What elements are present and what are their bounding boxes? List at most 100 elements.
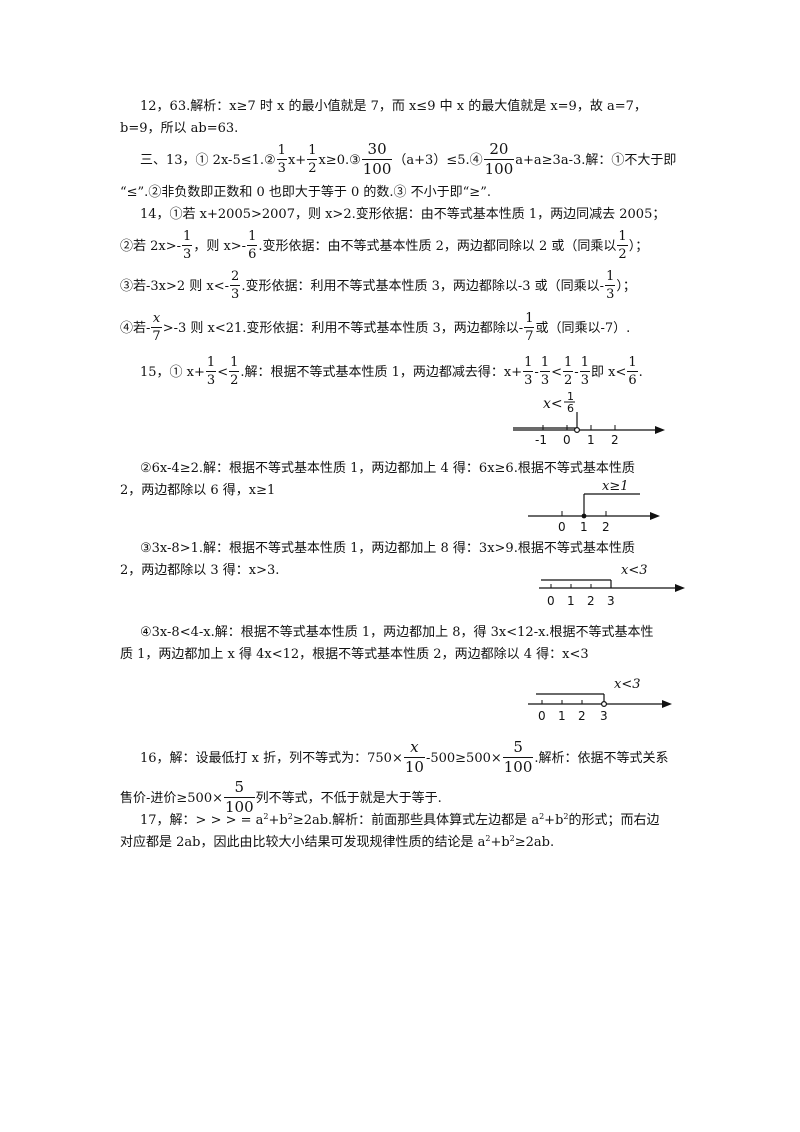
p15-l1-text-c: .解：根据不等式基本性质 1，两边都减去得：x+	[240, 365, 523, 380]
p15-3-line-2: 2，两边都除以 3 得：x>3.	[120, 563, 280, 578]
superscript: 2	[287, 812, 293, 821]
p15-l1-text-f: -	[574, 365, 579, 380]
p17-text: +b	[544, 813, 564, 828]
nl4-tick: 1	[558, 709, 566, 723]
p14-l3-text-c: ）；	[616, 279, 636, 294]
number-line-1: x< 1 6 -1 0 1 2	[505, 390, 665, 452]
nl1-tick: 0	[563, 433, 571, 447]
nl2-tick: 1	[580, 520, 588, 534]
p14-l2-text-d: ）；	[628, 239, 649, 254]
p17-text: 17，解：> > > = a	[140, 813, 264, 828]
p13-text-c: x≥0.③	[318, 153, 361, 168]
nl4-tick: 2	[578, 709, 586, 723]
nl1-label: x<	[543, 396, 563, 412]
p17-text: ≥2ab.解析：前面那些具体算式左边都是 a	[292, 813, 540, 828]
nl3-tick: 1	[567, 594, 575, 608]
p15-l1-text-g: 即 x<	[590, 365, 627, 380]
p16-l2-text-a: 售价-进价≥500×	[120, 791, 223, 806]
p17-text: +b	[490, 835, 510, 850]
superscript: 2	[485, 834, 491, 843]
superscript: 2	[509, 834, 515, 843]
nl1-tick: 2	[611, 433, 619, 447]
nl3-tick: 0	[547, 594, 555, 608]
p15-l1-text-d: -	[534, 365, 539, 380]
number-line-2: x≥1 0 1 2	[520, 474, 660, 536]
p13-text-e: a+a≥3a-3.解：①不大于即	[515, 153, 677, 168]
number-line-4: x<3 0 1 2 3	[524, 674, 674, 726]
superscript: 2	[539, 812, 545, 821]
nl3-tick: 2	[587, 594, 595, 608]
p16-l1-text-b: -500≥500×	[425, 751, 502, 766]
nl4-tick: 3	[600, 709, 608, 723]
superscript: 2	[263, 812, 269, 821]
p15-2-line-2: 2，两边都除以 6 得，x≥1	[120, 483, 276, 498]
p15-4-line-1: ④3x-8<4-x.解：根据不等式基本性质 1，两边都加上 8，得 3x<12-…	[140, 625, 654, 640]
nl1-label-den: 6	[567, 402, 574, 415]
p15-4-line-2: 质 1，两边都加上 x 得 4x<12，根据不等式基本性质 2，两边都除以 4 …	[120, 647, 589, 662]
p14-l3-text-b: .变形依据：利用不等式基本性质 3，两边都除以-3 或（同乘以-	[241, 279, 605, 294]
p17-line-2: 对应都是 2ab，因此由比较大小结果可发现规律性质的结论是 a2+b2≥2ab.	[120, 834, 555, 850]
p14-l4-text-a: ④若-	[120, 321, 151, 336]
p15-3-line-1: ③3x-8>1.解：根据不等式基本性质 1，两边都加上 8 得：3x>9.根据不…	[140, 541, 635, 556]
p17-text: 的形式；而右边	[568, 813, 660, 828]
p13-line-2: “≤”.②非负数即正数和 0 也即大于等于 0 的数.③ 不小于即“≥”.	[120, 185, 491, 200]
nl3-tick: 3	[607, 594, 615, 608]
p12-line-1: 12，63.解析：x≥7 时 x 的最小值就是 7，而 x≤9 中 x 的最大值…	[140, 99, 647, 114]
p12-line-2: b=9，所以 ab=63.	[120, 121, 239, 136]
p14-l2-text-b: ，则 x>-	[193, 239, 247, 254]
p15-l1-text-e: <	[551, 365, 563, 380]
p15-2-line-1: ②6x-4≥2.解：根据不等式基本性质 1，两边都加上 4 得：6x≥6.根据不…	[140, 461, 635, 476]
p15-l1-text-h: .	[638, 365, 643, 380]
p17-text: +b	[268, 813, 288, 828]
nl4-tick: 0	[538, 709, 546, 723]
p16-l2-text-b: 列不等式，不低于就是大于等于.	[255, 791, 442, 806]
p17-text: ≥2ab.	[514, 835, 555, 850]
nl1-tick: -1	[535, 433, 547, 447]
p13-text-a: 三、13，① 2x-5≤1.②	[140, 153, 276, 168]
p13-text-b: x+	[287, 153, 307, 168]
nl2-label: x≥1	[602, 479, 629, 494]
p14-l3-text-a: ③若-3x>2 则 x<-	[120, 279, 230, 294]
nl1-label-num: 1	[567, 390, 574, 403]
nl4-label: x<3	[614, 677, 641, 692]
number-line-3: x<3 0 1 2 3	[535, 560, 685, 614]
nl3-label: x<3	[621, 563, 648, 578]
p17-text: 对应都是 2ab，因此由比较大小结果可发现规律性质的结论是 a	[120, 835, 486, 850]
nl2-tick: 0	[558, 520, 566, 534]
nl2-tick: 2	[602, 520, 610, 534]
p13-text-d: （a+3）≤5.④	[393, 153, 483, 168]
p14-l2-text-c: .变形依据：由不等式基本性质 2，两边都同除以 2 或（同乘以	[258, 239, 617, 254]
p14-l2-text-a: ②若 2x>-	[120, 239, 182, 254]
p14-l4-text-b: >-3 则 x<21.变形依据：利用不等式基本性质 3，两边都除以-	[162, 321, 524, 336]
p16-l1-text-c: .解析：依据不等式关系	[534, 751, 669, 766]
nl1-tick: 1	[587, 433, 595, 447]
p15-l1-text-a: 15，① x+	[140, 365, 205, 380]
p15-l1-text-b: <	[217, 365, 229, 380]
